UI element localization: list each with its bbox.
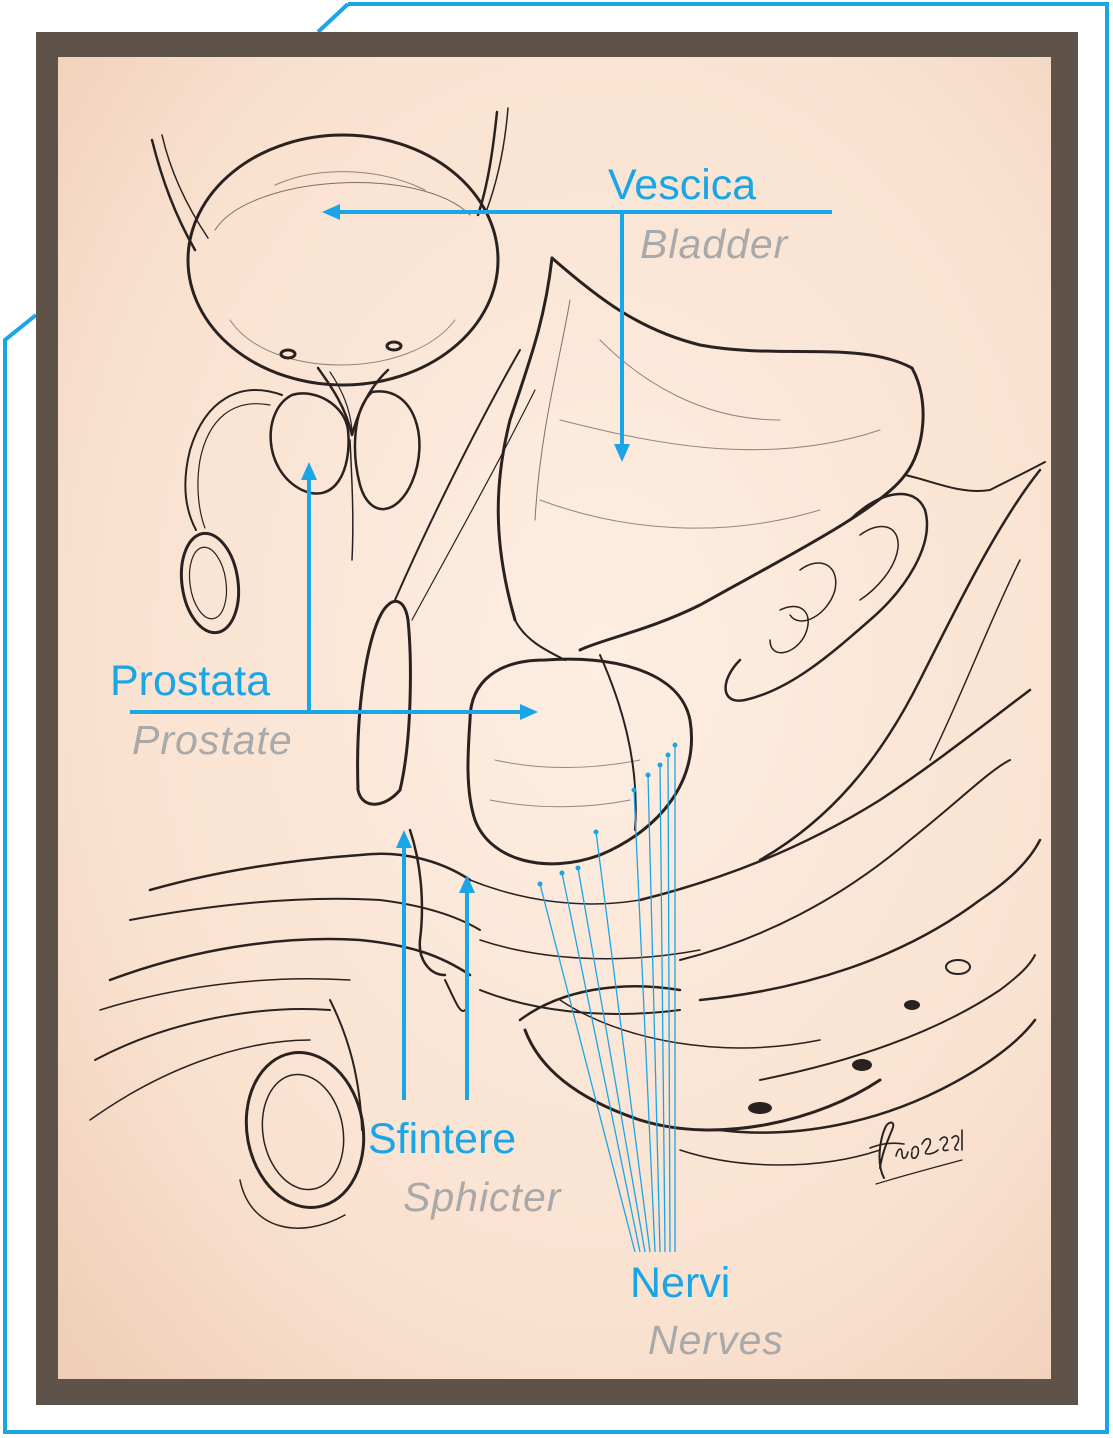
- label-bladder-it: Vescica: [608, 161, 757, 209]
- frame-outline-corner: [316, 2, 350, 34]
- label-sphincter-en: Sphicter: [403, 1174, 562, 1220]
- label-nerves-en: Nerves: [648, 1317, 784, 1363]
- leader-lines: [130, 204, 832, 1253]
- label-bladder-en: Bladder: [640, 221, 789, 267]
- bladder-sagittal-view: [496, 256, 1046, 862]
- label-nerves-it: Nervi: [630, 1259, 731, 1307]
- prostate-sagittal-view: [466, 619, 693, 866]
- label-sphincter-it: Sfintere: [368, 1115, 517, 1163]
- pencil-drawing: [89, 107, 1046, 1229]
- paper: [58, 57, 1051, 1379]
- artist-signature: [869, 1121, 963, 1185]
- frame-outline: [3, 2, 1109, 1434]
- pelvic-floor: [408, 688, 1042, 1166]
- bladder-front-view: [150, 107, 509, 635]
- label-prostate-en: Prostate: [132, 717, 293, 763]
- penis-and-scrotum: [89, 852, 481, 1229]
- pubic-bone: [356, 349, 536, 806]
- label-prostate-it: Prostata: [110, 657, 271, 705]
